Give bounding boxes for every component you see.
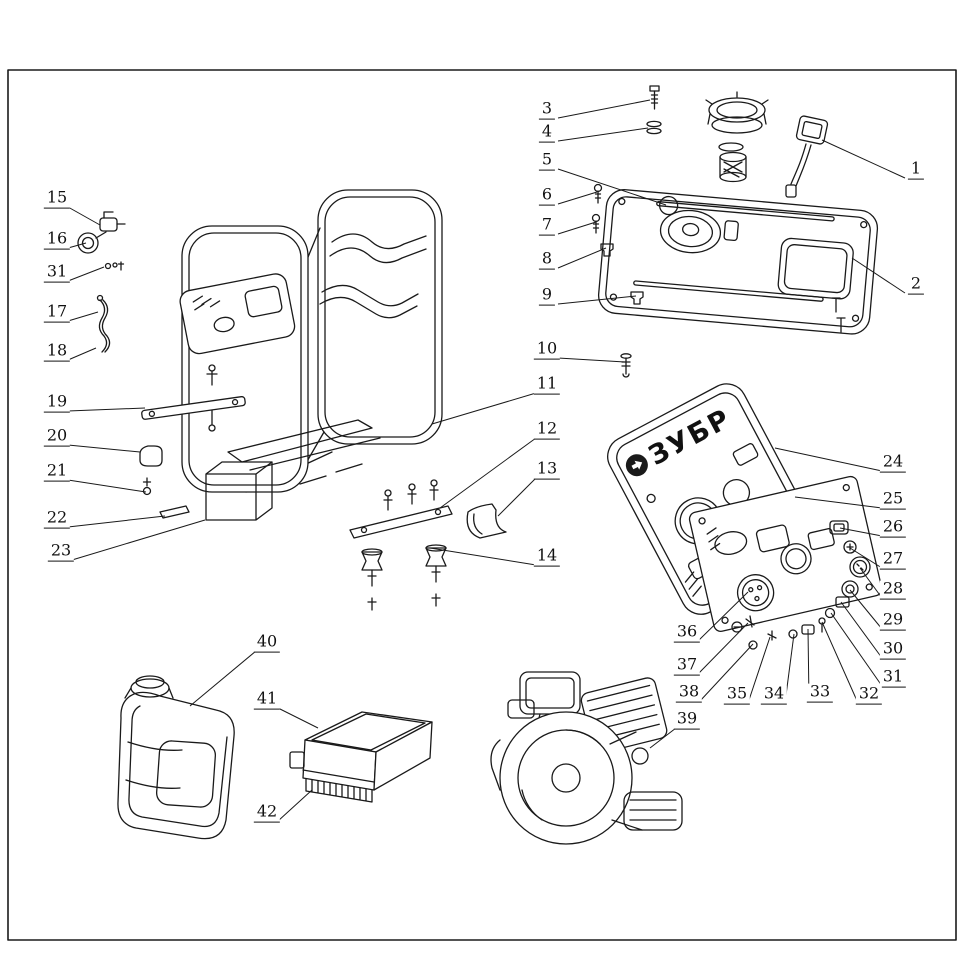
mount-plate-drawing	[349, 479, 507, 611]
leader-lines	[67, 99, 906, 822]
switch-drawing	[785, 115, 829, 198]
inverter-drawing	[289, 711, 433, 803]
fuel-cap-drawing	[705, 91, 769, 134]
seal-ring-drawing	[718, 142, 744, 152]
engine-drawing	[490, 671, 683, 845]
fuel-valve-drawing	[77, 211, 126, 271]
wire-rod-drawing	[96, 294, 111, 353]
panel-parts-drawing	[731, 520, 871, 650]
washers-drawing	[646, 120, 662, 135]
rubber-isolator	[361, 548, 383, 587]
diagram-border	[7, 69, 957, 941]
fuel-filter-drawing	[719, 151, 747, 183]
plastic-tank-drawing	[117, 675, 235, 840]
bolt-drawing	[649, 85, 660, 110]
rubber-isolator	[425, 544, 447, 583]
frame-drawing	[179, 189, 443, 493]
panel-backplate-drawing	[688, 475, 883, 632]
fuel-tank-drawing	[597, 189, 879, 335]
tank-mount-bolts-drawing	[831, 297, 846, 333]
mount-rail-drawing	[139, 396, 273, 521]
